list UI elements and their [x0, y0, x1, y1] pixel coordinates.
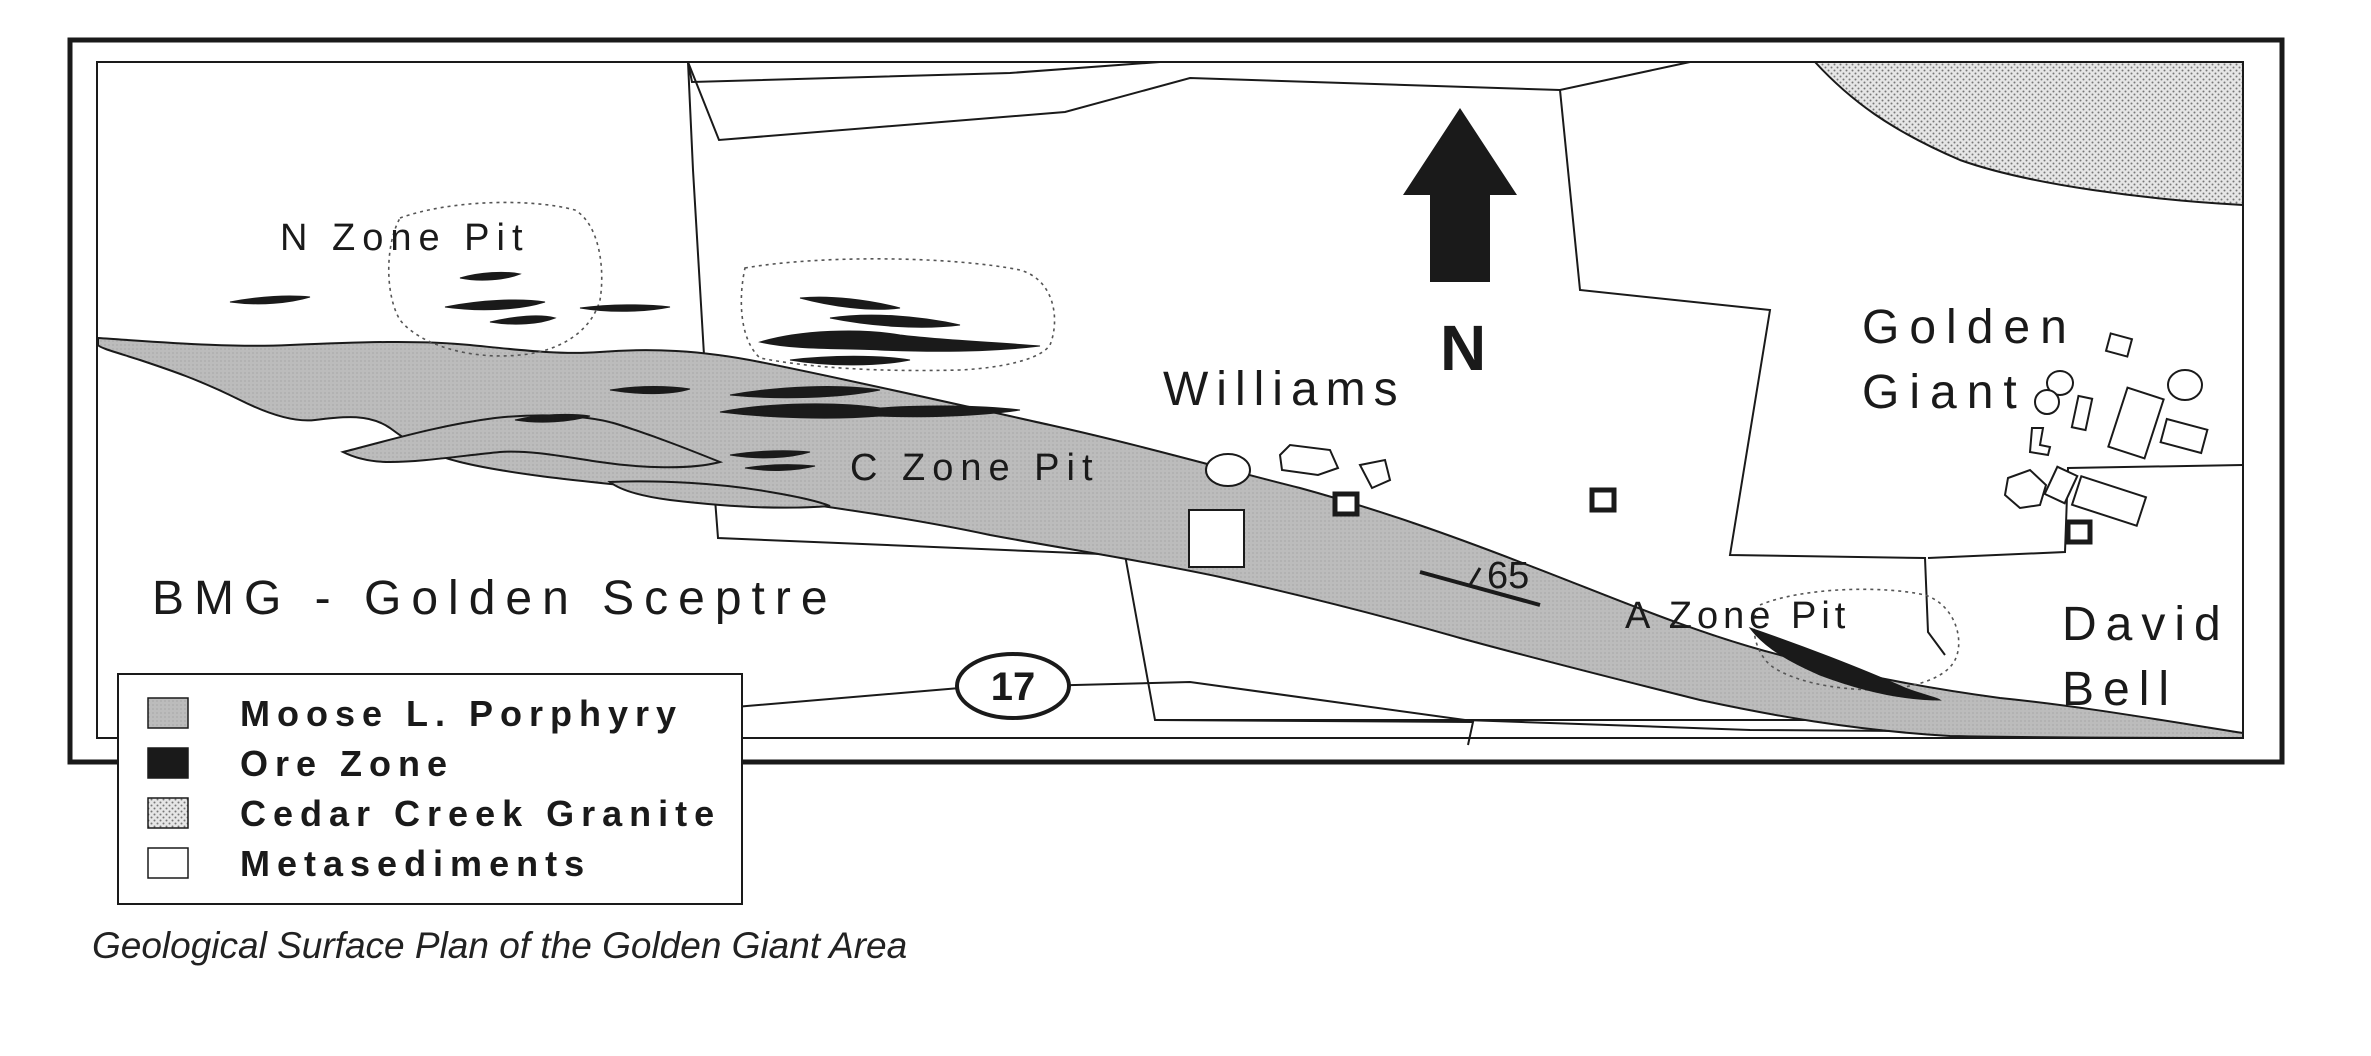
- ore-zone-n-1: [229, 295, 311, 305]
- pit-outlines: [388, 201, 1960, 691]
- ore-zones: [229, 271, 1942, 701]
- golden-giant-building-6: [2043, 465, 2079, 505]
- property-boundaries: [97, 61, 2244, 746]
- ore-zone-c-5: [729, 386, 881, 399]
- ore-zone-a: [1748, 627, 1942, 701]
- golden-giant-tank-2: [2034, 389, 2060, 415]
- ore-zone-mid-2: [609, 386, 691, 395]
- cedar-creek-granite-area: [1812, 61, 2244, 207]
- bmg-golden-sceptre-label: BMG - Golden Sceptre: [152, 572, 838, 625]
- legend: Moose L. Porphyry Ore Zone Cedar Creek G…: [117, 673, 743, 905]
- golden-giant-label-line2: Giant: [1862, 366, 2027, 419]
- north-label: N: [1440, 312, 1486, 384]
- ore-zone-c-2: [829, 314, 961, 328]
- legend-item-metasediments: Metasediments: [147, 843, 591, 884]
- ore-zone-n-3: [444, 299, 546, 311]
- legend-label-ore: Ore Zone: [240, 743, 454, 784]
- williams-headframe: [1332, 491, 1360, 517]
- williams-tailings-square: [1188, 509, 1245, 568]
- ore-zone-n-2: [459, 271, 522, 281]
- dip-strike-symbol: 65: [1419, 555, 1541, 607]
- ore-zone-c-7: [729, 450, 811, 459]
- ore-zone-c-1: [799, 296, 901, 310]
- david-bell-label-line1: David: [2062, 598, 2230, 651]
- ore-zone-n-4: [489, 315, 557, 325]
- legend-box: [117, 673, 743, 905]
- north-arrow-icon: [1403, 108, 1517, 282]
- map-outer-frame: [67, 37, 2285, 765]
- c-zone-pit-outline: [740, 258, 1056, 372]
- dip-angle-label: 65: [1487, 555, 1529, 597]
- middle-headframe: [1589, 487, 1617, 513]
- legend-label-porphyry: Moose L. Porphyry: [240, 693, 683, 734]
- north-arrow: N: [1403, 108, 1517, 384]
- mine-site-features: [1188, 332, 2209, 568]
- ore-zone-c-3: [758, 330, 1041, 352]
- legend-label-granite: Cedar Creek Granite: [240, 793, 721, 834]
- williams-pond: [1205, 453, 1251, 487]
- ore-zone-n-5: [579, 304, 671, 312]
- highway-label: 17: [991, 665, 1036, 709]
- golden-giant-label-line1: Golden: [1862, 301, 2077, 354]
- golden-giant-building-4: [2028, 427, 2052, 457]
- golden-giant-building-1: [2104, 332, 2134, 358]
- a-zone-pit-outline: [1753, 588, 1960, 691]
- porphyry-lower-sliver: [607, 480, 831, 509]
- legend-item-granite: Cedar Creek Granite: [147, 793, 721, 834]
- n-zone-pit-label: N Zone Pit: [280, 217, 530, 259]
- a-zone-pit-label: A Zone Pit: [1625, 595, 1850, 637]
- ore-zone-c-8: [744, 464, 816, 471]
- ore-zone-c-6: [719, 403, 1021, 419]
- williams-label: Williams: [1163, 363, 1406, 416]
- n-zone-pit-outline: [388, 201, 603, 357]
- golden-giant-building-2: [2070, 394, 2094, 432]
- c-zone-pit-label: C Zone Pit: [850, 447, 1100, 489]
- williams-building-1: [1278, 443, 1340, 477]
- legend-label-metasediments: Metasediments: [240, 843, 591, 884]
- david-bell-label-line2: Bell: [2062, 663, 2178, 716]
- legend-item-ore: Ore Zone: [147, 743, 454, 784]
- golden-giant-headframe: [2065, 519, 2093, 545]
- legend-item-porphyry: Moose L. Porphyry: [147, 693, 683, 734]
- porphyry-west-finger: [340, 414, 724, 469]
- golden-giant-building-7: [2070, 474, 2148, 528]
- golden-giant-building-3: [2159, 417, 2209, 455]
- map-caption: Geological Surface Plan of the Golden Gi…: [92, 925, 908, 966]
- golden-giant-building-5: [2003, 468, 2048, 510]
- ore-zone-c-4: [789, 355, 911, 366]
- golden-giant-mill: [2107, 386, 2165, 460]
- golden-giant-tank-1: [2046, 370, 2074, 396]
- highway-17-shield: 17: [955, 652, 1071, 720]
- williams-building-2: [1358, 458, 1392, 490]
- ore-zone-mid-1: [514, 413, 591, 423]
- golden-giant-tank-3: [2167, 369, 2203, 401]
